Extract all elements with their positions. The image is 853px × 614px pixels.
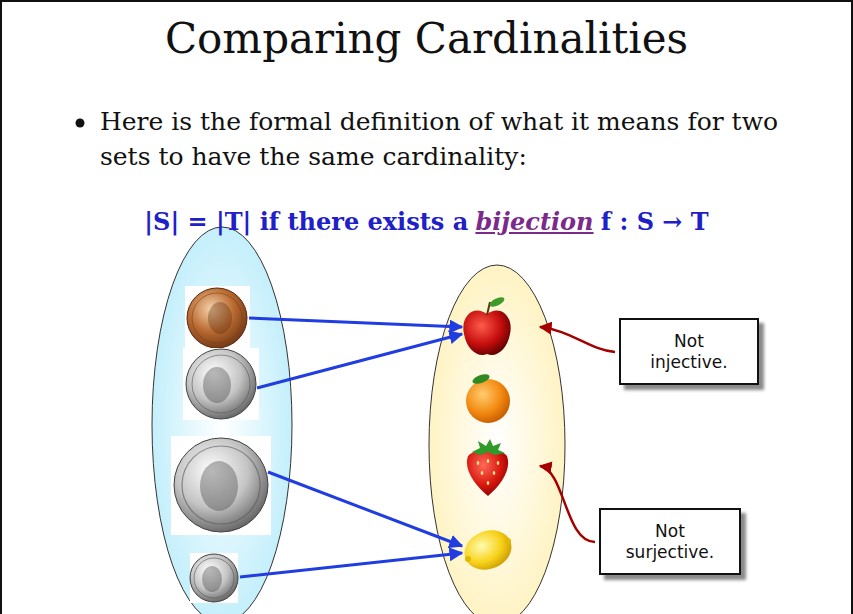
callout-text: Not surjective. [618,521,722,563]
coin-rim [192,293,242,343]
coin-disc [187,288,247,348]
coin-rim [192,355,250,413]
strawberry-seeds [477,459,500,485]
photo-ground [183,348,259,420]
lemon-tip [465,556,471,562]
coin-disc [190,554,238,602]
key-term: bijection [475,207,593,236]
strawberry [467,439,508,496]
orange-body [466,379,510,423]
definition-text: |S| = |T| if there exists a [144,207,468,236]
leader-line [540,466,595,542]
orange-leaf [471,372,491,386]
apple-leaf [488,295,505,308]
apple-stem [487,302,490,315]
coin-rim [182,446,260,524]
photo-ground [190,553,238,603]
coin-profile [208,302,232,334]
apple-body [463,310,510,355]
coin-disc [174,438,268,532]
coin-profile [203,367,231,403]
callout-text: Not injective. [637,331,741,373]
title-holder: Comparing Cardinalities [0,14,853,64]
orange [466,372,510,423]
lemon-tip [505,538,511,544]
mapping-arrow [249,318,462,327]
coin-rim [194,558,234,598]
callout-box: Not surjective. [599,508,741,575]
coin-disc [186,349,256,419]
strawberry-leaves [472,439,505,455]
apple [463,295,510,355]
quarter [171,436,271,535]
lemon-body [459,524,517,576]
definition-text: f : S → T [601,207,709,236]
fruit-set [429,265,565,614]
definition-line: |S| = |T| if there exists abijection f : … [0,205,853,239]
dime [190,553,238,603]
bullet-dot [76,119,85,128]
photo-ground [185,286,250,351]
leader-line [540,327,615,352]
strawberry-body [467,449,508,497]
mapping-arrow [240,553,462,577]
lemon [459,524,517,576]
coin-set [152,227,292,614]
photo-ground [171,436,271,535]
bullet-line: Here is the formal definition of what it… [100,104,815,174]
mapping-arrow [268,472,462,546]
mapping-arrows [240,318,462,577]
callout-box: Not injective. [619,318,759,385]
bullet-text: Here is the formal definition of what it… [100,107,778,171]
coin-profile [200,461,238,511]
coin-profile [202,566,222,592]
mapping-arrow [257,334,462,388]
slide-title: Comparing Cardinalities [0,14,853,64]
nickel [183,348,259,420]
penny [185,286,250,351]
